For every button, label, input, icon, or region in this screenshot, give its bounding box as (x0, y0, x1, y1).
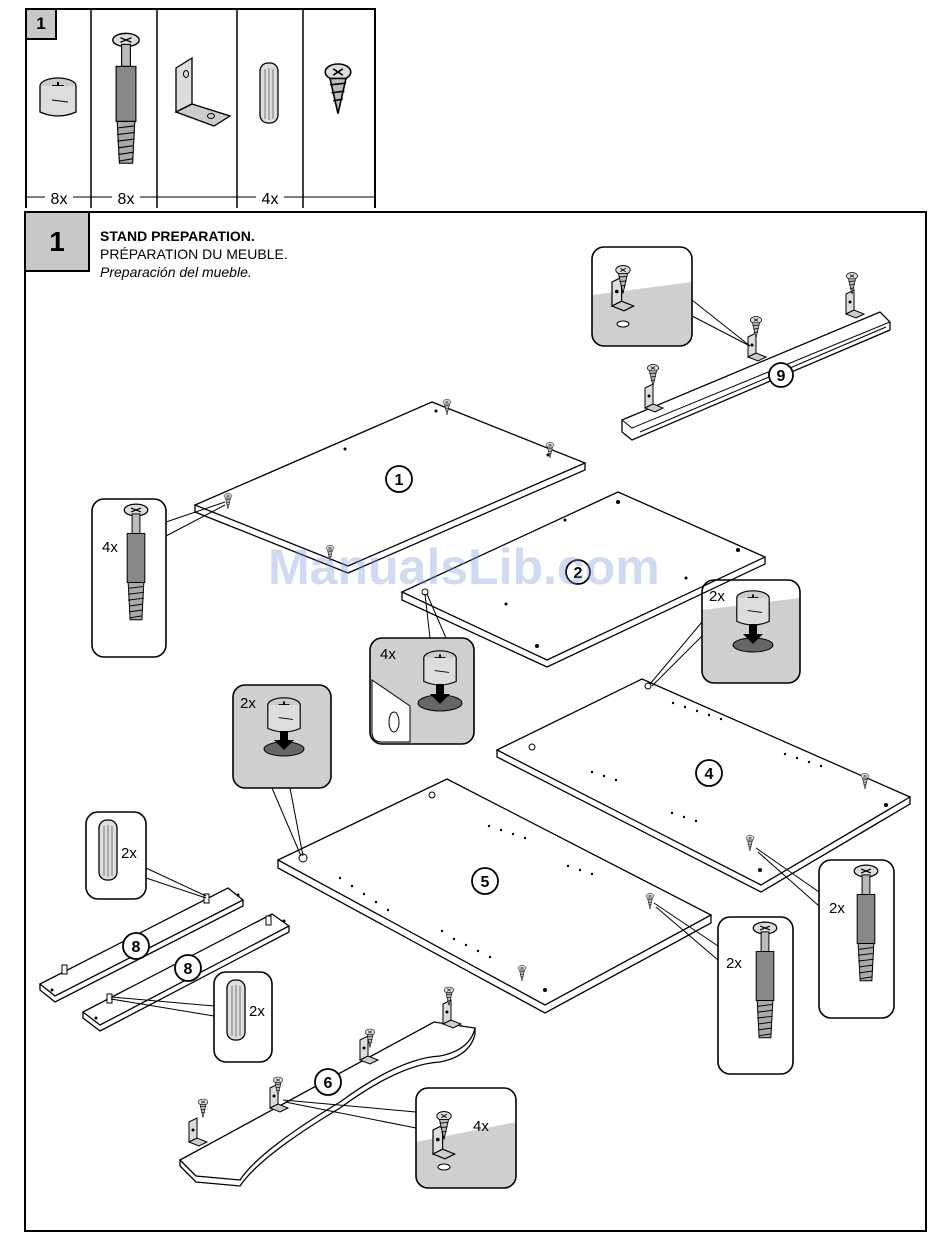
callout-cam-panel-4: 2x (709, 588, 725, 605)
inset-bracket-panel-6 (283, 1088, 516, 1188)
panel-8-lower-label: 8 (184, 961, 193, 978)
panel-9-label: 9 (777, 368, 786, 385)
callout-bolt-panel-1: 4x (102, 539, 118, 556)
qty-dowel: 4x (262, 191, 279, 208)
cam-bolt-icon (113, 33, 139, 163)
dowel-icon (260, 63, 278, 123)
watermark: ManualsLib.com (268, 538, 660, 596)
screw-icon (325, 64, 351, 114)
inset-bracket-panel-9 (592, 247, 750, 346)
callout-bolt-panel-4: 2x (829, 900, 845, 917)
cam-lock-icon (40, 78, 76, 116)
callout-bracket-panel-6: 4x (473, 1118, 489, 1135)
callout-dowel-upper: 2x (121, 845, 137, 862)
panel-6-label: 6 (324, 1075, 333, 1092)
panel-5-label: 5 (481, 874, 490, 891)
callout-dowel-lower: 2x (249, 1003, 265, 1020)
l-bracket-icon (176, 58, 230, 126)
callout-bolt-panel-5: 2x (726, 955, 742, 972)
parts-icons (27, 8, 375, 208)
panel-8-upper-label: 8 (132, 939, 141, 956)
qty-cam-bolt: 8x (118, 191, 135, 208)
callout-cam-panel-2: 4x (380, 646, 396, 663)
callout-cam-panel-5: 2x (240, 695, 256, 712)
panel-4-label: 4 (705, 766, 714, 783)
inset-dowel-upper (86, 812, 206, 899)
inset-bolt-panel-1 (92, 499, 225, 657)
qty-cam-lock: 8x (51, 191, 68, 208)
panel-1-label: 1 (395, 472, 404, 489)
